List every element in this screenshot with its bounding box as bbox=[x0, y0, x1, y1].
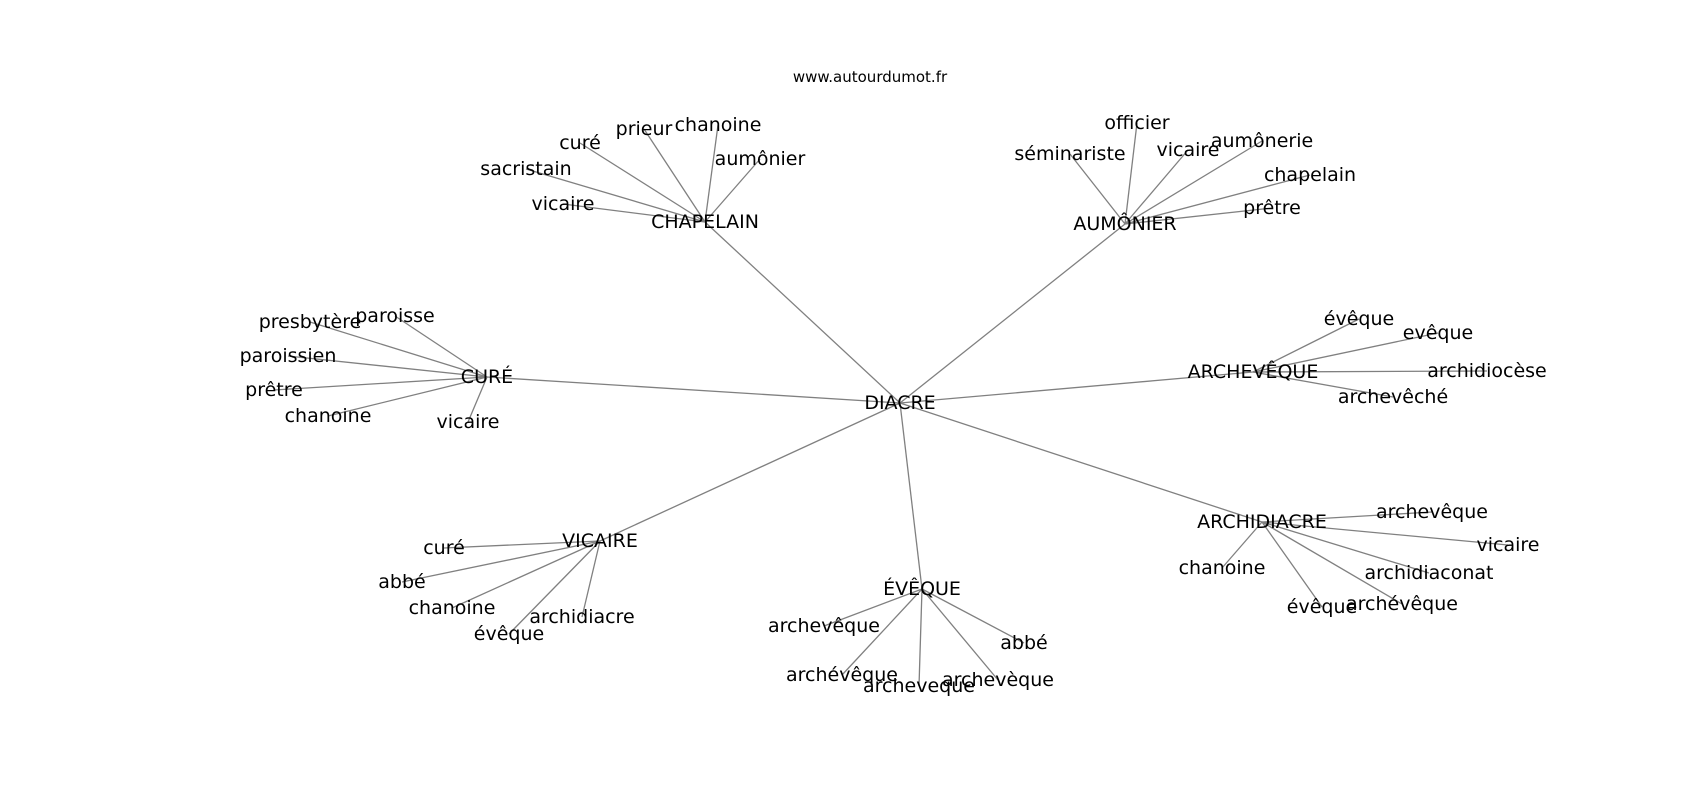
edge-hub-to-word bbox=[704, 124, 719, 223]
hub-node[interactable]: CURÉ bbox=[461, 365, 513, 388]
word-node[interactable]: archeveque bbox=[863, 675, 975, 697]
hub-node[interactable]: ARCHIDIACRE bbox=[1197, 511, 1327, 533]
edge-hub-to-word bbox=[1261, 521, 1509, 546]
edge-hub-to-word bbox=[467, 376, 488, 423]
edge-hub-to-word bbox=[1124, 207, 1273, 225]
word-node[interactable]: vicaire bbox=[532, 193, 595, 215]
word-node[interactable]: archidiocèse bbox=[1427, 360, 1547, 382]
word-node[interactable]: archevêque bbox=[768, 615, 880, 637]
word-node[interactable]: séminariste bbox=[1014, 143, 1125, 165]
edge-hub-to-word bbox=[443, 540, 601, 549]
edge-center-to-hub bbox=[899, 371, 1254, 404]
word-node[interactable]: curé bbox=[559, 132, 601, 154]
word-node[interactable]: sacristain bbox=[480, 158, 571, 180]
edge-hub-to-word bbox=[1124, 174, 1311, 225]
word-node[interactable]: evêque bbox=[1403, 322, 1473, 344]
word-node[interactable]: aumônier bbox=[715, 148, 806, 170]
word-node[interactable]: paroisse bbox=[355, 305, 435, 327]
center-node[interactable]: DIACRE bbox=[864, 392, 935, 414]
edge-hub-to-word bbox=[273, 376, 488, 391]
word-node[interactable]: chapelain bbox=[1264, 164, 1356, 186]
edge-hub-to-word bbox=[1252, 332, 1439, 373]
word-node[interactable]: archevèque bbox=[942, 669, 1054, 691]
edge-center-to-hub bbox=[899, 223, 1126, 404]
edge-hub-to-word bbox=[1261, 511, 1433, 523]
edge-hub-to-word bbox=[1069, 153, 1126, 225]
word-node[interactable]: officier bbox=[1104, 112, 1169, 134]
word-node[interactable]: archevêque bbox=[1376, 501, 1488, 523]
edge-hub-to-word bbox=[921, 588, 1025, 644]
hub-node[interactable]: VICAIRE bbox=[562, 530, 638, 552]
edge-hub-to-word bbox=[508, 540, 601, 635]
edge-hub-to-word bbox=[1261, 521, 1430, 574]
hub-node[interactable]: CHAPELAIN bbox=[651, 211, 759, 233]
site-url[interactable]: www.autourdumot.fr bbox=[793, 68, 948, 86]
edge-center-to-hub bbox=[899, 402, 1263, 523]
edge-hub-to-word bbox=[1252, 371, 1394, 398]
word-node[interactable]: abbé bbox=[1000, 632, 1047, 654]
word-node[interactable]: aumônerie bbox=[1211, 130, 1313, 152]
word-node[interactable]: vicaire bbox=[1477, 534, 1540, 556]
edge-hub-to-word bbox=[841, 588, 923, 676]
word-node[interactable]: évêque bbox=[474, 623, 544, 645]
edge-hub-to-word bbox=[1124, 122, 1138, 225]
word-node[interactable]: archidiacre bbox=[529, 606, 634, 628]
edge-hub-to-word bbox=[525, 168, 706, 223]
hub-node[interactable]: ÉVÊQUE bbox=[883, 577, 961, 600]
word-node[interactable]: évêque bbox=[1324, 308, 1394, 330]
word-node[interactable]: chanoine bbox=[1179, 557, 1266, 579]
edge-hub-to-word bbox=[704, 158, 761, 223]
edge-hub-to-word bbox=[643, 128, 706, 223]
word-node[interactable]: archévêque bbox=[1346, 593, 1458, 615]
edge-hub-to-word bbox=[1124, 149, 1189, 225]
edge-hub-to-word bbox=[451, 540, 601, 609]
word-node[interactable]: prieur bbox=[616, 118, 673, 140]
edge-hub-to-word bbox=[309, 321, 488, 378]
word-node[interactable]: presbytère bbox=[259, 311, 362, 333]
edge-hub-to-word bbox=[1261, 521, 1403, 605]
edge-hub-to-word bbox=[823, 588, 923, 627]
edge-hub-to-word bbox=[394, 315, 488, 378]
word-node[interactable]: prêtre bbox=[245, 379, 303, 401]
edge-hub-to-word bbox=[579, 142, 706, 223]
edge-hub-to-word bbox=[327, 376, 488, 417]
edge-hub-to-word bbox=[918, 588, 923, 687]
edge-center-to-hub bbox=[704, 221, 901, 404]
word-node[interactable]: abbé bbox=[378, 571, 425, 593]
word-node[interactable]: vicaire bbox=[437, 411, 500, 433]
edge-center-to-hub bbox=[486, 376, 901, 404]
hub-node[interactable]: AUMÔNIER bbox=[1073, 211, 1176, 235]
word-node[interactable]: vicaire bbox=[1157, 139, 1220, 161]
edge-hub-to-word bbox=[1221, 521, 1263, 569]
edge-hub-to-word bbox=[921, 588, 999, 681]
word-node[interactable]: évêque bbox=[1287, 596, 1357, 618]
edge-center-to-hub bbox=[899, 402, 923, 590]
edge-center-to-hub bbox=[599, 402, 901, 542]
edge-hub-to-word bbox=[1252, 370, 1488, 373]
edge-hub-to-word bbox=[581, 540, 601, 618]
edges-layer bbox=[273, 122, 1509, 687]
word-node[interactable]: archidiaconat bbox=[1365, 562, 1494, 584]
edge-hub-to-word bbox=[287, 355, 488, 378]
word-node[interactable]: archevêché bbox=[1338, 386, 1448, 408]
edge-hub-to-word bbox=[1252, 318, 1360, 373]
edge-hub-to-word bbox=[562, 203, 706, 223]
word-node[interactable]: chanoine bbox=[675, 114, 762, 136]
edge-hub-to-word bbox=[1124, 140, 1263, 225]
edge-hub-to-word bbox=[401, 540, 601, 583]
word-node[interactable]: prêtre bbox=[1243, 197, 1301, 219]
word-node[interactable]: chanoine bbox=[285, 405, 372, 427]
word-node[interactable]: curé bbox=[423, 537, 465, 559]
hub-node[interactable]: ARCHEVÊQUE bbox=[1188, 360, 1319, 383]
word-node[interactable]: chanoine bbox=[409, 597, 496, 619]
word-node[interactable]: archévêque bbox=[786, 664, 898, 686]
word-node[interactable]: paroissien bbox=[240, 345, 337, 367]
edge-hub-to-word bbox=[1261, 521, 1323, 608]
